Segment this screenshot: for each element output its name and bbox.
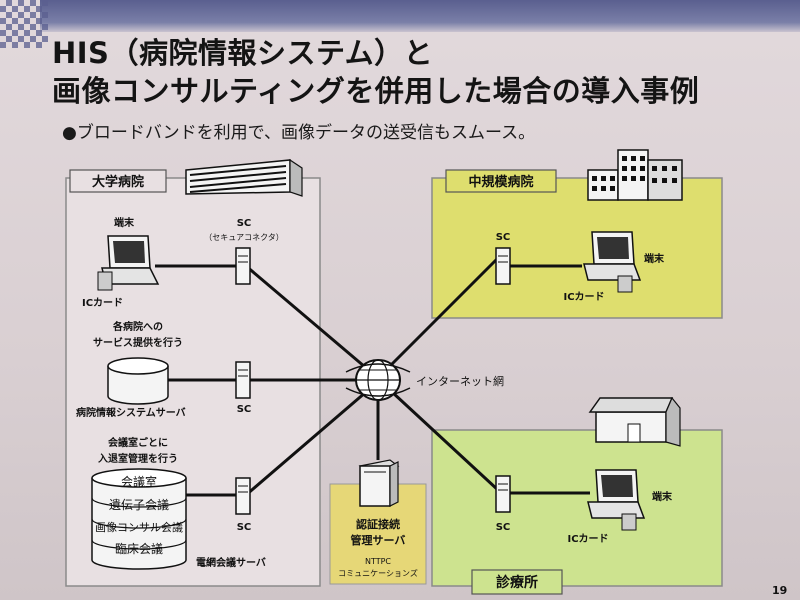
university-label-box <box>69 169 167 193</box>
header-bar <box>40 0 800 32</box>
internet-globe-icon <box>345 359 411 401</box>
univ-laptop-icon <box>97 235 160 291</box>
mid-hospital-building-icon <box>587 149 683 201</box>
sc-device-icon <box>235 477 251 515</box>
conference-server-label: 電網会議サーバ <box>196 556 266 569</box>
room-item: 会議室 <box>121 474 157 489</box>
university-label: 大学病院 <box>92 174 144 190</box>
sc-device-icon <box>495 475 511 513</box>
mid-hospital-zone <box>431 177 723 319</box>
service-note-line1: 各病院への <box>112 320 163 333</box>
room-item: 臨床会議 <box>115 542 163 556</box>
clinic-label: 診療所 <box>496 574 538 591</box>
room-note-line1: 会議室ごとに <box>108 436 168 449</box>
his-server-label: 病院情報システムサーバ <box>76 406 186 419</box>
sc-device-icon <box>235 247 251 285</box>
auth-server-line2: 管理サーバ <box>351 533 406 547</box>
network-lines <box>155 256 590 497</box>
slide-title: HIS（病院情報システム）と 画像コンサルティングを併用した場合の導入事例 <box>52 34 699 110</box>
title-line-2: 画像コンサルティングを併用した場合の導入事例 <box>52 74 700 108</box>
clinic-zone <box>431 429 723 587</box>
line-sc3-internet <box>245 390 367 497</box>
auth-server-line1: 認証接続 <box>356 517 400 531</box>
univ-iccard-label: ICカード <box>82 297 123 309</box>
university-building-icon <box>185 158 303 197</box>
sc-sub-label: （セキュアコネクタ） <box>204 233 284 242</box>
corner-pattern <box>0 0 48 48</box>
mid-laptop-icon <box>583 231 642 293</box>
conference-server-cylinder-icon <box>91 468 187 570</box>
auth-server-icon <box>358 459 400 507</box>
slide-number: 19 <box>772 584 788 597</box>
clinic-iccard-label: ICカード <box>567 533 608 545</box>
mid-hospital-label: 中規模病院 <box>468 174 533 190</box>
sc-top-label: SC <box>237 218 252 229</box>
mid-hospital-label-box <box>445 169 557 193</box>
room-item: 画像コンサル会議 <box>95 520 183 534</box>
bullet-text: ●ブロードバンドを利用で、画像データの送受信もスムース。 <box>62 123 536 143</box>
sc-device-icon <box>235 361 251 399</box>
mid-terminal-label: 端末 <box>644 252 665 265</box>
sc-bottom-label: SC <box>237 522 252 533</box>
title-line-1: HIS（病院情報システム）と <box>52 36 434 70</box>
internet-label: インターネット網 <box>416 374 504 388</box>
line-sc1-internet <box>245 264 379 380</box>
clinic-sc-label: SC <box>496 522 511 533</box>
provider-line1: NTTPC <box>365 557 391 566</box>
univ-terminal-label: 端末 <box>114 216 135 229</box>
provider-line2: コミュニケーションズ <box>338 568 418 578</box>
sc-device-icon <box>495 247 511 285</box>
mid-sc-label: SC <box>496 232 511 243</box>
mid-iccard-label: ICカード <box>563 291 604 303</box>
service-note-line2: サービス提供を行う <box>93 336 183 349</box>
sc-mid-label: SC <box>237 404 252 415</box>
room-item: 遺伝子会議 <box>109 497 169 512</box>
clinic-label-box <box>471 569 563 595</box>
line-internet-mid <box>388 256 500 368</box>
his-server-cylinder-icon <box>107 357 169 405</box>
clinic-building-icon <box>588 396 681 447</box>
clinic-terminal-label: 端末 <box>652 490 673 503</box>
room-note-line2: 入退室管理を行う <box>98 452 178 465</box>
clinic-laptop-icon <box>587 469 646 531</box>
line-internet-clinic <box>390 390 500 492</box>
